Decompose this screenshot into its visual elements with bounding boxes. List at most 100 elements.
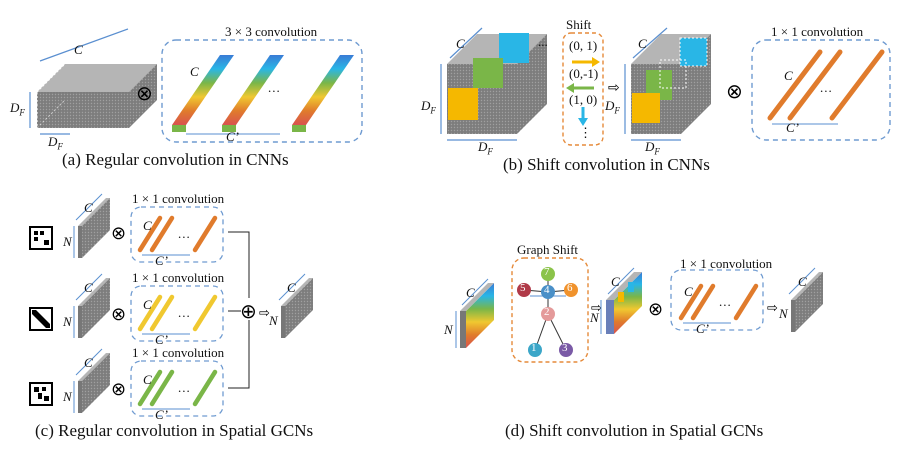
shift-arrows <box>566 57 600 126</box>
node-1 <box>528 343 542 357</box>
conv1x1-box-c1 <box>130 206 224 263</box>
slab-c1 <box>73 193 110 258</box>
label-C-b1: C <box>456 36 465 51</box>
arrow-b: ⇨ <box>608 80 620 96</box>
adjacency-icon-3 <box>29 382 53 406</box>
dots-c2: ... <box>178 305 191 320</box>
node-label-3: 3 <box>562 342 568 354</box>
label-DF-sub: F <box>614 105 620 116</box>
label-DF-b2-left: DF <box>605 98 620 116</box>
label-C-a-kernel: C <box>190 64 199 79</box>
label-DF-sub: F <box>430 105 436 116</box>
dots-c3: ... <box>178 380 191 395</box>
label-DF-sub: F <box>19 107 25 118</box>
panel-b: ⇨ ⊗ <box>440 27 891 146</box>
label-C-c3: C <box>84 355 93 370</box>
label-Cprime-a: C’ <box>226 129 239 144</box>
label-Cprime-b: C’ <box>786 120 799 135</box>
label-C-c2-kernel: C <box>143 297 152 312</box>
shift-offset-3: (1, 0) <box>569 92 598 107</box>
slab-d-out <box>788 267 823 332</box>
label-N-c-out: N <box>269 313 278 328</box>
dots-c1: ... <box>178 226 191 241</box>
shifted-cube-b <box>624 27 711 141</box>
conv1x1-box-d <box>670 269 764 331</box>
dots-d: ... <box>719 294 732 309</box>
label-C-d1: C <box>466 285 475 300</box>
label-DF-a-left: DF <box>10 100 25 118</box>
otimes-c1: ⊗ <box>111 223 126 244</box>
panel-a: ⊗ <box>29 28 363 143</box>
feature-cube-a <box>29 28 157 135</box>
kernels-c3 <box>137 369 218 410</box>
conv1x1-box-c2 <box>130 285 224 342</box>
label-C-c2: C <box>84 280 93 295</box>
node-label-1: 1 <box>531 342 537 354</box>
vdots-b1: ... <box>538 34 548 49</box>
kernels-3x3 <box>172 55 354 135</box>
node-label-6: 6 <box>567 282 573 294</box>
panel-c: ⊗ ⊗ ⊗ ⊕ ⇨ <box>29 193 313 417</box>
label-DF-text: D <box>605 98 615 113</box>
skeleton-graph <box>517 267 578 357</box>
conv3x3-box <box>161 39 363 143</box>
caption-c: (c) Regular convolution in Spatial GCNs <box>35 421 314 440</box>
caption-d: (d) Shift convolution in Spatial GCNs <box>505 421 764 440</box>
sum-connector <box>228 231 250 389</box>
slab-c2 <box>73 273 110 338</box>
label-C-c-out: C <box>287 280 296 295</box>
label-N-c2: N <box>63 314 72 329</box>
node-5 <box>517 283 531 297</box>
graph-shift-box <box>511 257 589 363</box>
label-DF-text: D <box>48 134 58 149</box>
dots-a: ... <box>268 80 281 95</box>
arrow-d1: ⇨ <box>591 301 602 316</box>
conv1x1-box-b <box>751 39 891 141</box>
shifted-slab-d <box>600 267 642 334</box>
slab-c3 <box>73 348 110 413</box>
graph-shift-label: Graph Shift <box>517 242 579 257</box>
label-C-d-out: C <box>798 274 807 289</box>
conv1x1-label-c2: 1 × 1 convolution <box>132 270 225 285</box>
label-C-a-cube: C <box>74 42 83 57</box>
conv1x1-label-c1: 1 × 1 convolution <box>132 191 225 206</box>
node-label-4: 4 <box>544 284 550 296</box>
otimes-c2: ⊗ <box>111 304 126 325</box>
conv1x1-box-c3 <box>130 360 224 417</box>
dots-b: ... <box>820 80 833 95</box>
label-C-d2: C <box>611 274 620 289</box>
label-C-b2: C <box>638 36 647 51</box>
otimes-a: ⊗ <box>136 81 153 105</box>
node-6 <box>564 283 578 297</box>
label-N-c3: N <box>63 389 72 404</box>
label-C-c1: C <box>84 200 93 215</box>
rainbow-slab-d <box>455 278 494 348</box>
label-DF-sub: F <box>487 146 493 157</box>
kernels-d <box>678 283 759 324</box>
conv1x1-label-d: 1 × 1 convolution <box>680 256 773 271</box>
label-DF-b2-bottom: DF <box>645 139 660 157</box>
label-C-c1-kernel: C <box>143 218 152 233</box>
node-7 <box>541 267 555 281</box>
conv3x3-label: 3 × 3 convolution <box>225 24 318 39</box>
label-N-d2: N <box>590 310 599 325</box>
label-Cprime-c2: C’ <box>155 332 168 347</box>
label-Cprime-c3: C’ <box>155 407 168 422</box>
label-DF-text: D <box>10 100 20 115</box>
otimes-b: ⊗ <box>726 79 743 103</box>
kernels-c1 <box>137 215 218 256</box>
label-DF-text: D <box>645 139 655 154</box>
label-Cprime-d: C’ <box>696 321 709 336</box>
node-4 <box>541 285 555 299</box>
otimes-d: ⊗ <box>648 299 663 320</box>
adjacency-icon-1 <box>29 226 53 250</box>
label-C-b-kernel: C <box>784 68 793 83</box>
label-N-c1: N <box>63 234 72 249</box>
arrow-c: ⇨ <box>259 306 270 321</box>
node-3 <box>559 343 573 357</box>
label-DF-a-bottom: DF <box>48 134 63 152</box>
label-C-c3-kernel: C <box>143 372 152 387</box>
feature-cube-b <box>440 27 547 141</box>
conv1x1-label-b: 1 × 1 convolution <box>771 24 864 39</box>
